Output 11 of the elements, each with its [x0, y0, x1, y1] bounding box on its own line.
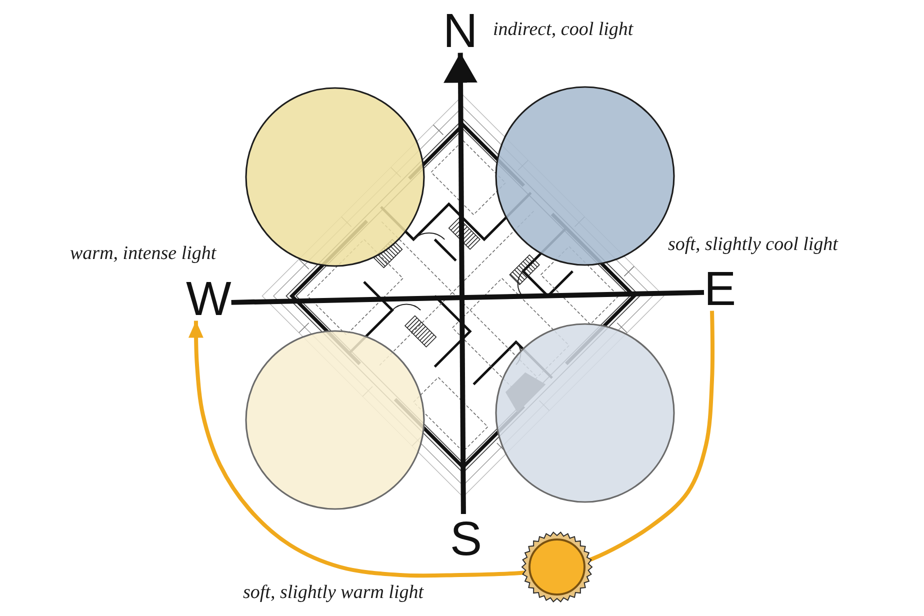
compass-letter: S: [450, 514, 482, 561]
compass-letter: N: [443, 12, 478, 53]
compass-letter: W: [186, 280, 232, 321]
sun-path-arrow: [188, 310, 714, 578]
compass-letter: E: [704, 270, 736, 311]
compass-arrow: [446, 52, 476, 514]
compass-line: [231, 290, 704, 305]
light-note: soft, slightly cool light: [668, 234, 838, 256]
light-note: indirect, cool light: [493, 19, 634, 41]
light-note: soft, slightly warm light: [243, 582, 424, 604]
light-note: warm, intense light: [70, 243, 216, 265]
